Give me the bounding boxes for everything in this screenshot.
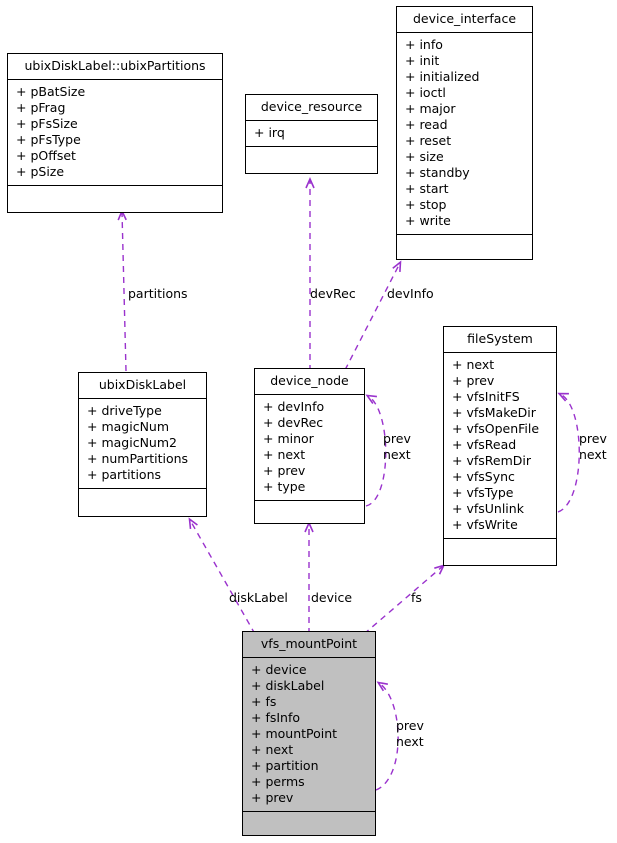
class-attributes-ubix-partitions: + pBatSize + pFrag + pFsSize + pFsType +… <box>8 80 222 186</box>
edge-label-fs: fs <box>411 590 422 605</box>
attribute-row: + magicNum2 <box>87 434 177 450</box>
attribute-row: + start <box>405 180 449 196</box>
class-attributes-device-node: + devInfo + devRec + minor + next + prev… <box>255 395 364 501</box>
edge-label-partitions: partitions <box>128 286 188 301</box>
attribute-row: + next <box>452 356 495 372</box>
attribute-row: + info <box>405 36 443 52</box>
class-title-vfs-mountpoint: vfs_mountPoint <box>243 632 375 658</box>
attribute-row: + size <box>405 148 444 164</box>
attribute-row: + vfsRemDir <box>452 452 531 468</box>
attribute-row: + read <box>405 116 448 132</box>
attribute-row: + pFrag <box>16 99 66 115</box>
attribute-row: + fs <box>251 693 277 709</box>
attribute-row: + minor <box>263 430 314 446</box>
attribute-row: + vfsWrite <box>452 516 518 532</box>
attribute-row: + type <box>263 478 306 494</box>
attribute-row: + numPartitions <box>87 450 189 466</box>
edge-label-file-system-prev: prev <box>579 431 607 446</box>
class-device-node[interactable]: device_node + devInfo + devRec + minor +… <box>254 368 365 524</box>
attribute-row: + vfsInitFS <box>452 388 520 404</box>
attribute-row: + devInfo <box>263 398 325 414</box>
attribute-row: + prev <box>263 462 306 478</box>
class-attributes-device-interface: + info + init + initialized + ioctl + ma… <box>397 33 532 235</box>
attribute-row: + pBatSize <box>16 83 86 99</box>
edge-devinfo <box>344 260 402 371</box>
edge-label-vfs-next: next <box>396 734 424 749</box>
attribute-row: + init <box>405 52 440 68</box>
attribute-row: + standby <box>405 164 470 180</box>
attribute-row: + diskLabel <box>251 677 325 693</box>
class-operations-device-resource <box>246 147 377 174</box>
class-file-system[interactable]: fileSystem + next + prev + vfsInitFS + v… <box>443 326 557 566</box>
class-vfs-mountpoint[interactable]: vfs_mountPoint + device + diskLabel + fs… <box>242 631 376 836</box>
attribute-row: + reset <box>405 132 452 148</box>
attribute-row: + perms <box>251 773 305 789</box>
attribute-row: + vfsType <box>452 484 514 500</box>
edge-label-device: device <box>311 590 353 605</box>
attribute-row: + initialized <box>405 68 480 84</box>
class-ubix-partitions[interactable]: ubixDiskLabel::ubixPartitions + pBatSize… <box>7 53 223 213</box>
attribute-row: + stop <box>405 196 447 212</box>
edge-disklabel <box>188 517 256 635</box>
attribute-row: + write <box>405 212 451 228</box>
attribute-row: + mountPoint <box>251 725 338 741</box>
attribute-row: + vfsMakeDir <box>452 404 536 420</box>
attribute-row: + pOffset <box>16 147 76 163</box>
class-attributes-ubix-disk-label: + driveType + magicNum + magicNum2 + num… <box>79 399 206 489</box>
attribute-row: + vfsOpenFile <box>452 420 540 436</box>
attribute-row: + irq <box>254 124 285 140</box>
class-attributes-vfs-mountpoint: + device + diskLabel + fs + fsInfo + mou… <box>243 658 375 812</box>
attribute-row: + partition <box>251 757 319 773</box>
attribute-row: + vfsRead <box>452 436 517 452</box>
attribute-row: + pFsType <box>16 131 81 147</box>
attribute-row: + device <box>251 661 307 677</box>
class-device-interface[interactable]: device_interface + info + init + initial… <box>396 6 533 260</box>
class-title-device-node: device_node <box>255 369 364 395</box>
attribute-row: + pFsSize <box>16 115 78 131</box>
attribute-row: + prev <box>251 789 294 805</box>
edge-label-disklabel: diskLabel <box>229 590 288 605</box>
attribute-row: + next <box>263 446 306 462</box>
edge-label-device-node-next: next <box>383 447 411 462</box>
class-operations-vfs-mountpoint <box>243 812 375 836</box>
edge-label-file-system-next: next <box>579 447 607 462</box>
attribute-row: + partitions <box>87 466 162 482</box>
class-operations-ubix-disk-label <box>79 489 206 517</box>
attribute-row: + major <box>405 100 456 116</box>
attribute-row: + prev <box>452 372 495 388</box>
attribute-row: + driveType <box>87 402 162 418</box>
class-title-file-system: fileSystem <box>444 327 556 353</box>
attribute-row: + pSize <box>16 163 65 179</box>
class-attributes-file-system: + next + prev + vfsInitFS + vfsMakeDir +… <box>444 353 556 539</box>
class-operations-ubix-partitions <box>8 186 222 213</box>
class-title-device-interface: device_interface <box>397 7 532 33</box>
edge-label-device-node-prev: prev <box>383 431 411 446</box>
edge-label-vfs-prev: prev <box>396 718 424 733</box>
attribute-row: + vfsSync <box>452 468 515 484</box>
attribute-row: + fsInfo <box>251 709 301 725</box>
class-operations-device-interface <box>397 235 532 260</box>
attribute-row: + magicNum <box>87 418 170 434</box>
class-title-device-resource: device_resource <box>246 95 377 121</box>
class-operations-file-system <box>444 539 556 566</box>
class-title-ubix-partitions: ubixDiskLabel::ubixPartitions <box>8 54 222 80</box>
class-attributes-device-resource: + irq <box>246 121 377 147</box>
edge-partitions <box>117 209 127 372</box>
attribute-row: + next <box>251 741 294 757</box>
edge-label-devinfo: devInfo <box>387 286 434 301</box>
edge-fs <box>363 564 446 635</box>
attribute-row: + ioctl <box>405 84 446 100</box>
attribute-row: + vfsUnlink <box>452 500 524 516</box>
edge-label-devrec: devRec <box>310 286 356 301</box>
class-ubix-disk-label[interactable]: ubixDiskLabel + driveType + magicNum + m… <box>78 372 207 517</box>
edge-file-system-selfloop <box>557 392 580 513</box>
class-title-ubix-disk-label: ubixDiskLabel <box>79 373 206 399</box>
attribute-row: + devRec <box>263 414 324 430</box>
class-device-resource[interactable]: device_resource + irq <box>245 94 378 174</box>
edge-vfs-mountpoint-selfloop <box>375 681 399 791</box>
class-operations-device-node <box>255 501 364 524</box>
